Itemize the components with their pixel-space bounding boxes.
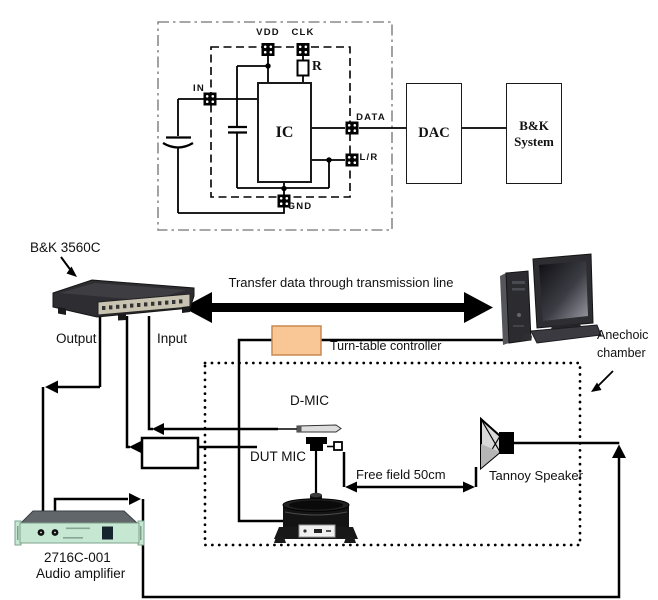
resistor-symbol <box>296 59 310 77</box>
gnd-label: GND <box>287 201 313 212</box>
arrow-to-amp <box>45 380 58 394</box>
junction-dots <box>265 63 332 192</box>
anechoic-chamber-border <box>203 361 582 547</box>
bk-system-box: B&K System <box>506 83 562 184</box>
arrow-dutmic-to-input <box>129 441 141 453</box>
bk-system-label: B&K System <box>514 117 554 149</box>
gnd-pad <box>277 194 291 208</box>
transfer-label: Transfer data through transmission line <box>228 275 454 290</box>
speaker-label: Tannoy Speaker <box>489 468 583 483</box>
analyzer-label: B&K 3560C <box>30 240 101 255</box>
controller-label: Turn-table controller <box>330 339 442 353</box>
output-label: Output <box>56 331 97 346</box>
module-dashdot-border <box>157 21 393 231</box>
dac-box: DAC <box>406 83 462 184</box>
data-pad <box>345 121 359 135</box>
lr-label: L/R <box>359 152 379 163</box>
terminal-pads <box>203 43 359 208</box>
arrow-dmic-to-input <box>152 423 164 435</box>
turntable <box>274 492 358 543</box>
transfer-double-arrow <box>183 292 493 323</box>
dmic-label: D-MIC <box>290 393 329 408</box>
wire-arrowheads <box>45 380 626 505</box>
clk-pad <box>296 43 310 56</box>
label-arrows <box>60 256 614 392</box>
freefield-label: Free field 50cm <box>356 467 446 482</box>
amplifier-model-label: 2716C-001 <box>44 550 111 565</box>
vdd-label: VDD <box>256 27 280 38</box>
clk-label: CLK <box>291 27 315 38</box>
resistor-label: R <box>312 58 322 73</box>
dim-arrow-right <box>463 481 475 493</box>
ic-box: IC <box>257 82 312 183</box>
setup-wires <box>41 312 621 599</box>
tannoy-speaker <box>480 416 514 471</box>
vdd-pad <box>261 43 275 56</box>
dac-label: DAC <box>418 125 450 141</box>
in-pad <box>203 92 217 106</box>
input-label: Input <box>157 331 188 346</box>
capacitor-bypass <box>228 125 247 134</box>
arrow-amp-out <box>129 493 141 505</box>
data-label: DATA <box>356 112 386 123</box>
audio-amplifier <box>14 510 145 546</box>
ic-label: IC <box>275 123 294 141</box>
capacitor-electrolytic <box>162 136 194 149</box>
turntable-controller-box <box>271 325 322 356</box>
dim-arrow-left <box>345 481 357 493</box>
mic-interface-box <box>140 436 200 470</box>
dutmic-label: DUT MIC <box>250 449 306 464</box>
computer <box>500 253 602 345</box>
bk-3560c-analyzer <box>52 279 195 321</box>
amplifier-label: Audio amplifier <box>36 566 126 581</box>
in-label: IN <box>193 83 205 94</box>
chamber-label: Anechoic chamber <box>597 328 649 361</box>
dut-mic <box>306 437 343 496</box>
dmic-probe <box>278 424 342 433</box>
arrow-to-speaker <box>612 444 626 458</box>
lr-pad <box>345 153 359 167</box>
